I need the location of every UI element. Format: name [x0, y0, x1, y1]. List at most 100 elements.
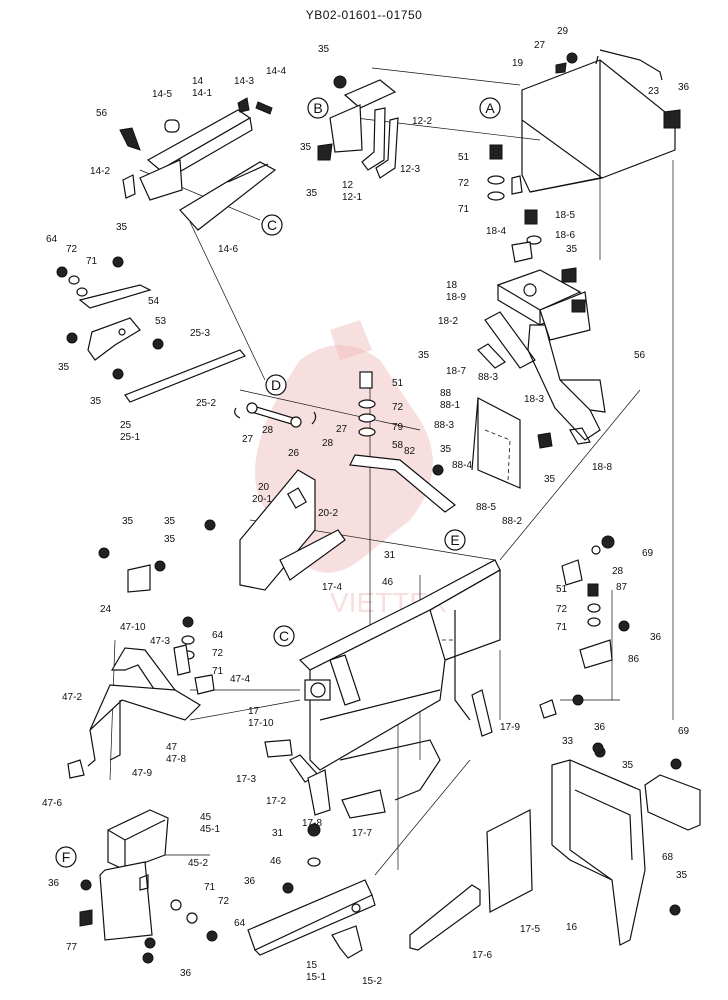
- part-12-tube-bracket: [317, 75, 399, 179]
- part-label: 58: [392, 440, 404, 451]
- part-label: 47-9: [132, 768, 152, 779]
- part-label: 12: [342, 180, 354, 191]
- part-16-cover: [551, 746, 682, 946]
- callout-c-top: C: [261, 214, 283, 236]
- part-label: 64: [234, 918, 246, 929]
- part-label: 14-6: [218, 244, 238, 255]
- svg-text:C: C: [279, 628, 289, 644]
- part-label: 35: [318, 44, 330, 55]
- part-14-bracket: [119, 97, 277, 231]
- part-label: 35: [90, 396, 102, 407]
- part-label: 45-2: [188, 858, 208, 869]
- part-label: 27: [336, 424, 348, 435]
- part-15-rail: [247, 823, 376, 959]
- part-label: 28: [262, 425, 274, 436]
- part-label: 15: [306, 960, 318, 971]
- part-label: 36: [244, 876, 256, 887]
- part-53-plate: [66, 317, 141, 361]
- part-label: 12-3: [400, 164, 420, 175]
- part-label: 18-5: [555, 210, 575, 221]
- part-label: 35: [164, 516, 176, 527]
- part-label: 88-5: [476, 502, 496, 513]
- part-label: 35: [622, 760, 634, 771]
- part-label: 71: [556, 622, 568, 633]
- part-label: 18: [446, 280, 458, 291]
- part-label: 36: [180, 968, 192, 979]
- part-label: 28: [322, 438, 334, 449]
- part-label: 51: [392, 378, 404, 389]
- part-label: 17-7: [352, 828, 372, 839]
- part-label: 16: [566, 922, 578, 933]
- part-33-clip: [539, 694, 604, 754]
- part-label: 25-1: [120, 432, 140, 443]
- part-86-bracket: [579, 583, 630, 669]
- part-label: 17-4: [322, 582, 342, 593]
- page-title: YB02-01601--01750: [305, 8, 423, 22]
- part-label: 31: [384, 550, 396, 561]
- part-label: 28: [612, 566, 624, 577]
- part-label: 71: [458, 204, 470, 215]
- part-18-main-bracket: [477, 267, 606, 449]
- part-label: 53: [155, 316, 167, 327]
- part-88-plate: [471, 397, 521, 489]
- part-label: 88-2: [502, 516, 522, 527]
- part-19-panel: [511, 49, 681, 195]
- part-17-5-pad: [486, 809, 533, 913]
- part-82-bar: [349, 454, 456, 513]
- part-label: 19: [512, 58, 524, 69]
- part-label: 47-3: [150, 636, 170, 647]
- part-label: 54: [148, 296, 160, 307]
- part-label: 14: [192, 76, 204, 87]
- part-label: 77: [66, 942, 78, 953]
- part-label: 35: [164, 534, 176, 545]
- part-label: 47-8: [166, 754, 186, 765]
- part-label: 24: [100, 604, 112, 615]
- callout-e: E: [444, 529, 466, 551]
- part-label: 18-2: [438, 316, 458, 327]
- part-label: 35: [676, 870, 688, 881]
- svg-text:C: C: [267, 217, 277, 233]
- part-label: 47-10: [120, 622, 146, 633]
- part-label: 17-5: [520, 924, 540, 935]
- part-label: 36: [678, 82, 690, 93]
- svg-text:D: D: [271, 377, 281, 393]
- part-17-main-frame: [264, 559, 501, 819]
- part-label: 31: [272, 828, 284, 839]
- part-label: 79: [392, 422, 404, 433]
- part-label: 14-5: [152, 89, 172, 100]
- part-label: 72: [556, 604, 568, 615]
- callout-f: F: [55, 846, 77, 868]
- part-label: 86: [628, 654, 640, 665]
- part-label: 26: [288, 448, 300, 459]
- part-label: 20-2: [318, 508, 338, 519]
- part-label: 46: [382, 577, 394, 588]
- part-label: 23: [648, 86, 660, 97]
- part-45-block: [79, 809, 218, 964]
- part-label: 27: [242, 434, 254, 445]
- part-label: 14-4: [266, 66, 286, 77]
- part-label: 17-3: [236, 774, 256, 785]
- part-label: 17-6: [472, 950, 492, 961]
- part-label: 47-4: [230, 674, 250, 685]
- part-label: 72: [458, 178, 470, 189]
- part-label: 51: [458, 152, 470, 163]
- part-17-6-strip: [409, 884, 481, 951]
- part-label: 18-9: [446, 292, 466, 303]
- part-label: 35: [440, 444, 452, 455]
- part-label: 20-1: [252, 494, 272, 505]
- part-label: 18-4: [486, 226, 506, 237]
- part-label: 35: [300, 142, 312, 153]
- part-label: 88-4: [452, 460, 472, 471]
- part-label: 18-7: [446, 366, 466, 377]
- part-24-bracket: [98, 547, 166, 593]
- part-label: 18-3: [524, 394, 544, 405]
- part-label: 20: [258, 482, 270, 493]
- part-label: 56: [96, 108, 108, 119]
- part-label: 88: [440, 388, 452, 399]
- fastener-stack-51: [487, 144, 505, 201]
- part-label: 87: [616, 582, 628, 593]
- part-label: 33: [562, 736, 574, 747]
- part-20-plate: [204, 469, 346, 591]
- part-label: 88-3: [434, 420, 454, 431]
